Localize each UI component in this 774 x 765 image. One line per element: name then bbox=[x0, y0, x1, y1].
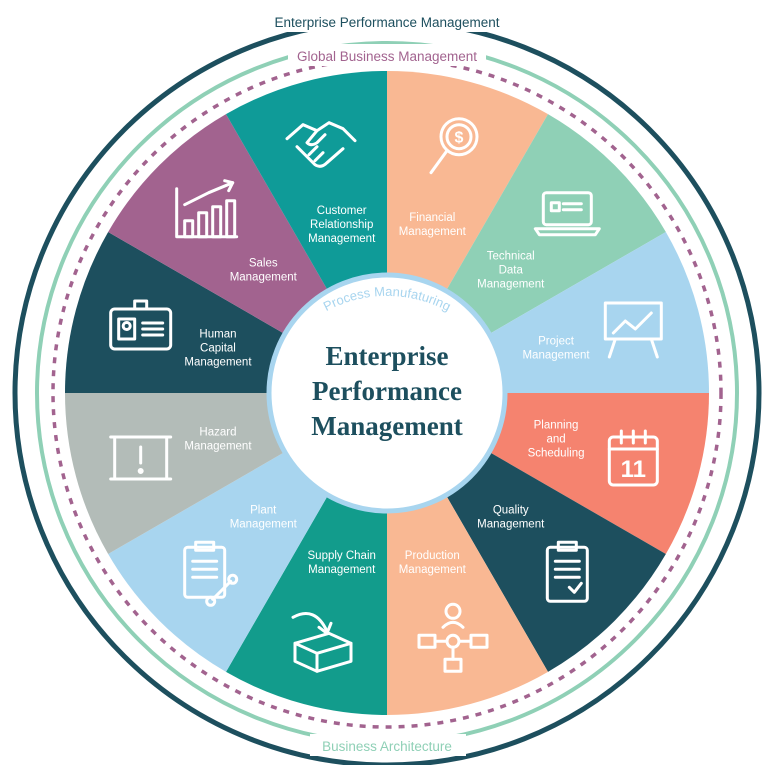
segment-label-line: Management bbox=[477, 278, 545, 290]
segment-label-line: Production bbox=[405, 550, 460, 562]
presentation-chart-icon bbox=[603, 301, 663, 359]
segment-label-line: Plant bbox=[250, 505, 277, 517]
money-magnifier-icon: $ bbox=[429, 117, 479, 175]
segment-label-line: Human bbox=[199, 329, 236, 341]
segment-label-line: Customer bbox=[317, 205, 367, 217]
clipboard-check-icon bbox=[545, 540, 589, 603]
segment-label-line: Relationship bbox=[310, 219, 373, 231]
clipboard-wrench-icon bbox=[183, 540, 239, 607]
center-title-line-3: Management bbox=[311, 411, 462, 441]
segment-label-line: Management bbox=[477, 519, 545, 531]
segment-label-line: Project bbox=[538, 336, 575, 348]
segment-label-line: Management bbox=[399, 226, 467, 238]
segment-label-line: Management bbox=[184, 357, 252, 369]
segment-label-line: Supply Chain bbox=[308, 550, 376, 562]
outer-label-gap bbox=[266, 10, 508, 32]
segment-label-line: Capital bbox=[200, 343, 236, 355]
org-chart-gear-icon bbox=[417, 602, 489, 673]
center-title-line-2: Performance bbox=[312, 376, 462, 406]
handshake-icon bbox=[285, 121, 357, 168]
segment-label-line: Management bbox=[184, 440, 252, 452]
segment-label-line: and bbox=[546, 433, 565, 445]
segment-label-line: Management bbox=[308, 564, 376, 576]
bottom-label-gap bbox=[310, 734, 466, 756]
center-disc bbox=[277, 283, 497, 503]
segment-label-line: Management bbox=[399, 564, 467, 576]
id-card-icon bbox=[109, 299, 173, 351]
segment-label-line: Hazard bbox=[199, 426, 236, 438]
svg-text:$: $ bbox=[455, 130, 464, 147]
bar-chart-growth-icon bbox=[175, 179, 239, 239]
box-arrow-icon bbox=[291, 612, 353, 673]
global-ring-label: Global Business Management bbox=[297, 49, 477, 64]
segment-label-line: Technical bbox=[487, 250, 535, 262]
segment-label-line: Planning bbox=[534, 419, 579, 431]
segment-label-line: Management bbox=[522, 350, 590, 362]
global-label-gap bbox=[288, 44, 486, 66]
segment-label-line: Quality bbox=[493, 505, 529, 517]
segment-label-line: Management bbox=[308, 233, 376, 245]
outer-ring-label: Enterprise Performance Management bbox=[274, 15, 499, 30]
laptop-icon bbox=[533, 191, 601, 237]
segment-icons: $11 bbox=[109, 117, 663, 673]
warning-board-icon bbox=[109, 435, 173, 481]
calendar-icon: 11 bbox=[607, 429, 659, 487]
segment-label-line: Sales bbox=[249, 257, 278, 269]
segment-label-line: Scheduling bbox=[528, 447, 585, 459]
segment-label-line: Financial bbox=[409, 212, 455, 224]
segment-label-line: Data bbox=[499, 264, 524, 276]
bottom-ring-label: Business Architecture bbox=[322, 739, 452, 754]
segment-label-line: Management bbox=[230, 271, 298, 283]
segment-label-line: Management bbox=[230, 519, 298, 531]
svg-text:11: 11 bbox=[621, 456, 646, 483]
center-title-line-1: Enterprise bbox=[326, 341, 449, 371]
